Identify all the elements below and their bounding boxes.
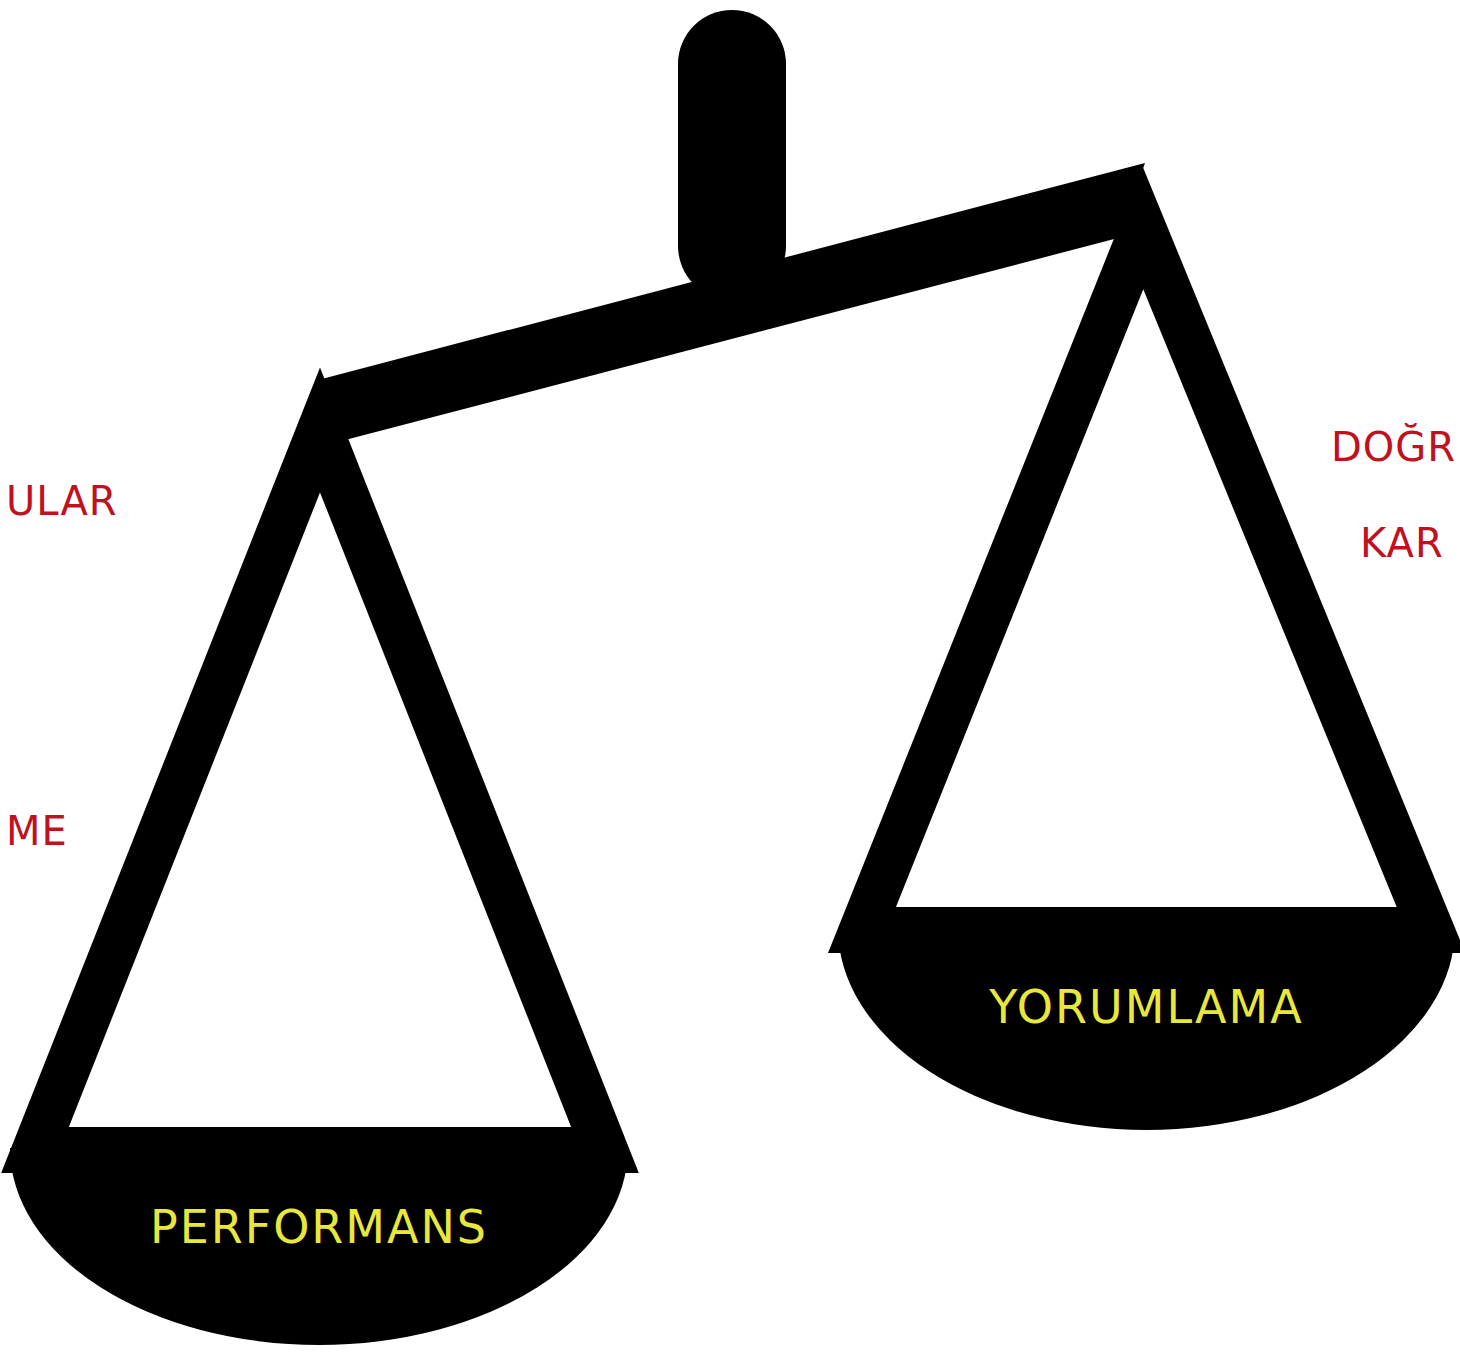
right-pan-strings (862, 228, 1431, 930)
pan-bowl-shape (10, 1148, 628, 1345)
pan-label: YORUMLAMA (838, 980, 1455, 1034)
scale-stem (678, 10, 786, 300)
pan-label: PERFORMANS (10, 1200, 628, 1254)
scale-beam (318, 163, 1145, 440)
left-pan-strings (35, 430, 605, 1150)
handwritten-note: ME (6, 808, 68, 854)
handwritten-note: KAR (1360, 520, 1444, 566)
pan-bowl-shape (838, 928, 1455, 1130)
handwritten-note: ULAR (6, 478, 118, 524)
handwritten-note: DOĞR (1331, 424, 1456, 470)
scale-pan: YORUMLAMA (838, 928, 1455, 1130)
scale-pan: PERFORMANS (10, 1148, 628, 1345)
